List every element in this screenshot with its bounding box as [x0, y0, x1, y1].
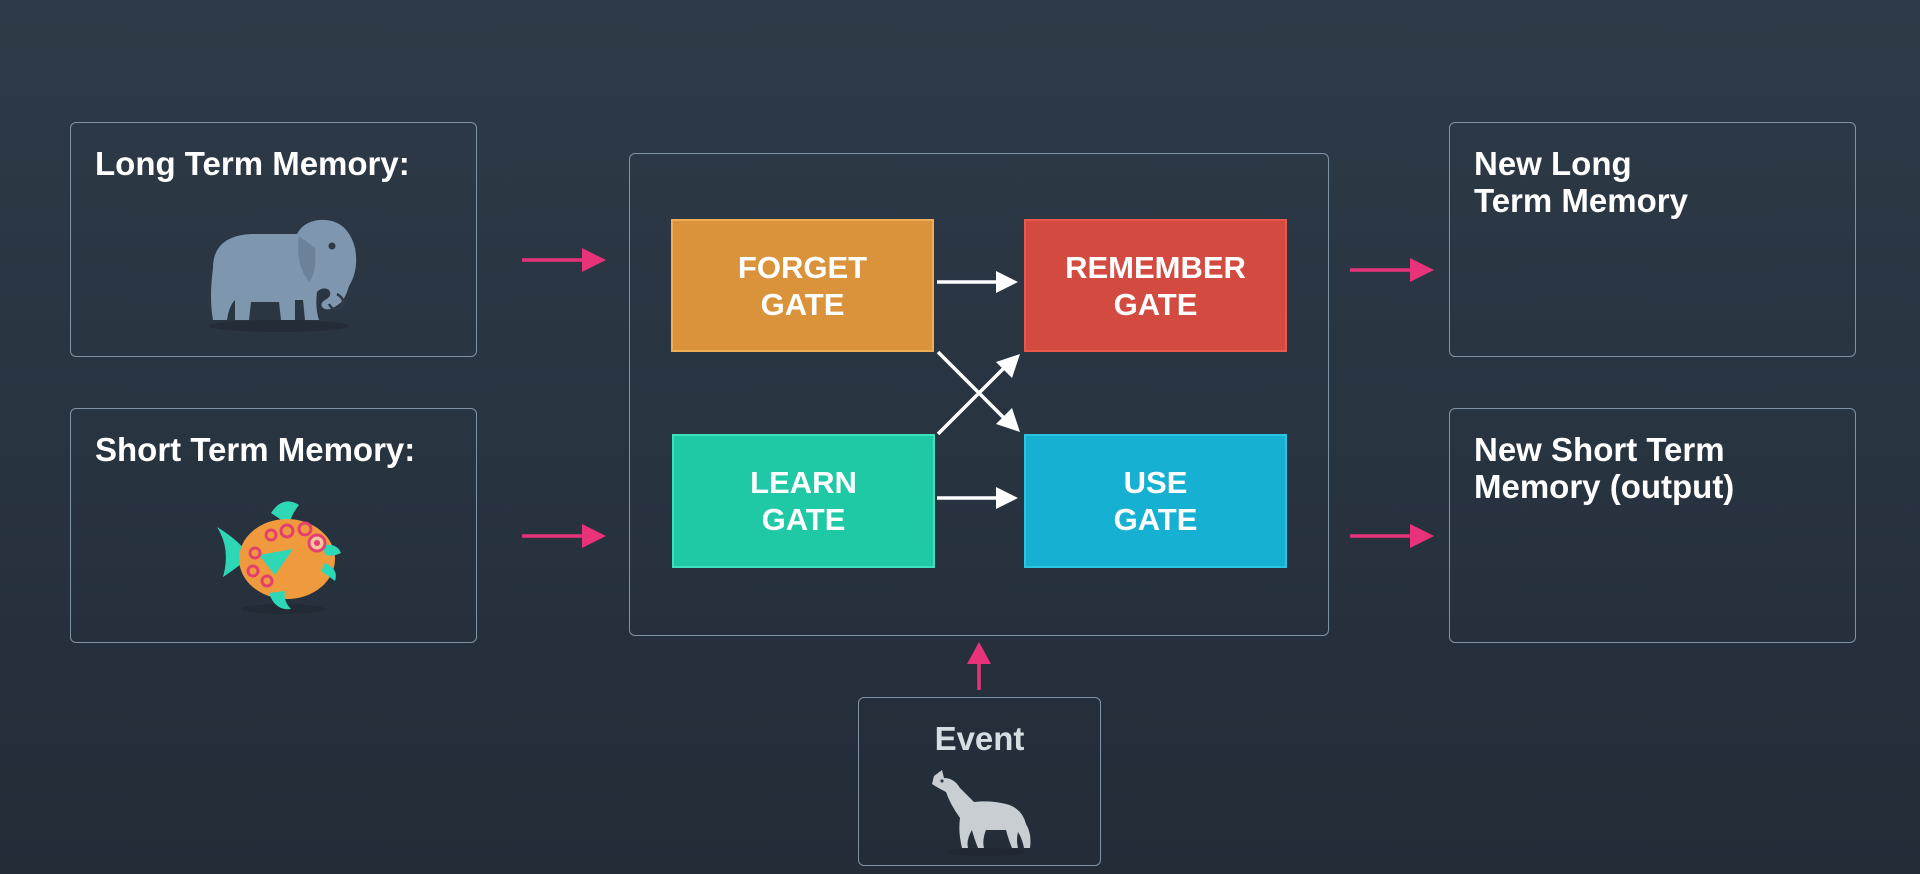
long-term-memory-panel: Long Term Memory:: [70, 122, 477, 357]
forget-to-remember-arrow: [937, 271, 1018, 293]
new-ltm-output-arrow: [1350, 258, 1434, 282]
new-short-term-memory-panel: New Short Term Memory (output): [1449, 408, 1856, 643]
ltm-input-arrow: [522, 248, 606, 272]
short-term-memory-panel: Short Term Memory:: [70, 408, 477, 643]
new-stm-output-arrow: [1350, 524, 1434, 548]
new-long-term-memory-panel: New Long Term Memory: [1449, 122, 1856, 357]
wolf-icon: [932, 770, 1031, 856]
stm-input-arrow: [522, 524, 606, 548]
lstm-cell-panel: [629, 153, 1329, 636]
event-title: Event: [934, 720, 1025, 757]
new-long-term-memory-title: New Long Term Memory: [1474, 145, 1688, 219]
forget-to-use-arrow: [936, 350, 1020, 432]
fish-icon: [217, 501, 341, 614]
learn-gate: LEARN GATE: [672, 434, 935, 568]
elephant-icon: [209, 219, 357, 332]
learn-to-remember-arrow: [936, 354, 1020, 436]
learn-to-use-arrow: [937, 487, 1018, 509]
remember-gate: REMEMBER GATE: [1024, 219, 1287, 352]
forget-gate: FORGET GATE: [671, 219, 934, 352]
event-input-arrow: [967, 642, 991, 690]
short-term-memory-title: Short Term Memory:: [95, 431, 416, 468]
use-gate: USE GATE: [1024, 434, 1287, 568]
new-short-term-memory-title: New Short Term Memory (output): [1474, 431, 1735, 505]
long-term-memory-title: Long Term Memory:: [95, 145, 410, 182]
event-panel: Event: [858, 697, 1101, 866]
